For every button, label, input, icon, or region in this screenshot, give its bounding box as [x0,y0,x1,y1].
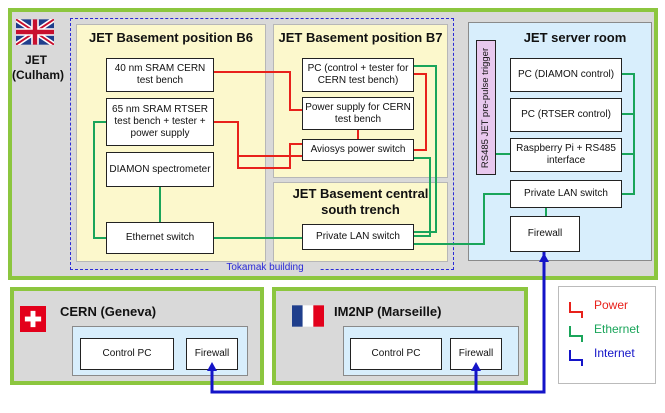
jet-label-line2: (Culham) [12,68,64,82]
im2np-firewall-box: Firewall [450,338,502,370]
power-wire-b7pc [414,73,427,151]
im2np-control-pc-box: Control PC [350,338,442,370]
power-supply-box: Power supply for CERN test bench [302,97,414,130]
b7-pc-box: PC (control + tester for CERN test bench… [302,58,414,92]
uk-flag-icon [14,17,56,47]
legend-internet-symbol [569,350,583,366]
aviosys-box: Aviosys power switch [302,139,414,161]
power-wire-sram65 [214,121,302,157]
ethernet-wire-pc-diamon [622,73,635,195]
cern-control-pc-box: Control PC [80,338,174,370]
cern-title: CERN (Geneva) [60,304,157,319]
tokamak-label: Tokamak building [210,262,320,273]
legend-power-symbol [569,302,583,318]
server-lan-switch-box: Private LAN switch [510,180,622,208]
ethernet-wire-central-to-server [414,193,510,245]
diamon-box: DIAMON spectrometer [106,152,214,187]
jet-label-line1: JET [24,53,47,67]
power-wire-sram40 [214,71,302,111]
jet-label: JET (Culham) [12,53,64,83]
im2np-title: IM2NP (Marseille) [334,304,442,319]
legend-power-label: Power [594,298,629,312]
french-flag-icon [292,304,324,328]
internet-arrow-jet [539,253,549,262]
trigger-box: RS485 JET pre-pulse trigger [476,40,496,175]
power-wire-aviosys [237,143,302,169]
internet-arrow-cern [207,362,217,371]
pc-rtser-box: PC (RTSER control) [510,98,622,132]
sram65-box: 65 nm SRAM RTSER test bench + tester + p… [106,98,214,146]
sram40-box: 40 nm SRAM CERN test bench [106,58,214,92]
b6-title: JET Basement position B6 [89,30,253,45]
server-room-title: JET server room [523,30,627,45]
cern-firewall-box: Firewall [186,338,238,370]
legend-ethernet-symbol [569,326,583,342]
raspberry-box: Raspberry Pi + RS485 interface [510,138,622,172]
ethernet-wire-b7pc [414,65,437,233]
internet-wire [210,252,546,394]
server-firewall-box: Firewall [510,216,580,252]
ethernet-wire-sram65 [93,121,106,239]
legend-internet-label: Internet [594,346,635,360]
b7-title: JET Basement position B7 [278,30,443,45]
central-title: JET Basement central south trench [292,186,429,217]
ethernet-switch-box: Ethernet switch [106,222,214,254]
internet-arrow-im2np [471,362,481,371]
central-lan-switch-box: Private LAN switch [302,224,414,250]
swiss-flag-icon [20,306,46,332]
pc-diamon-box: PC (DIAMON control) [510,58,622,92]
legend-ethernet-label: Ethernet [594,322,640,336]
ethernet-wire-aviosys [414,157,431,237]
